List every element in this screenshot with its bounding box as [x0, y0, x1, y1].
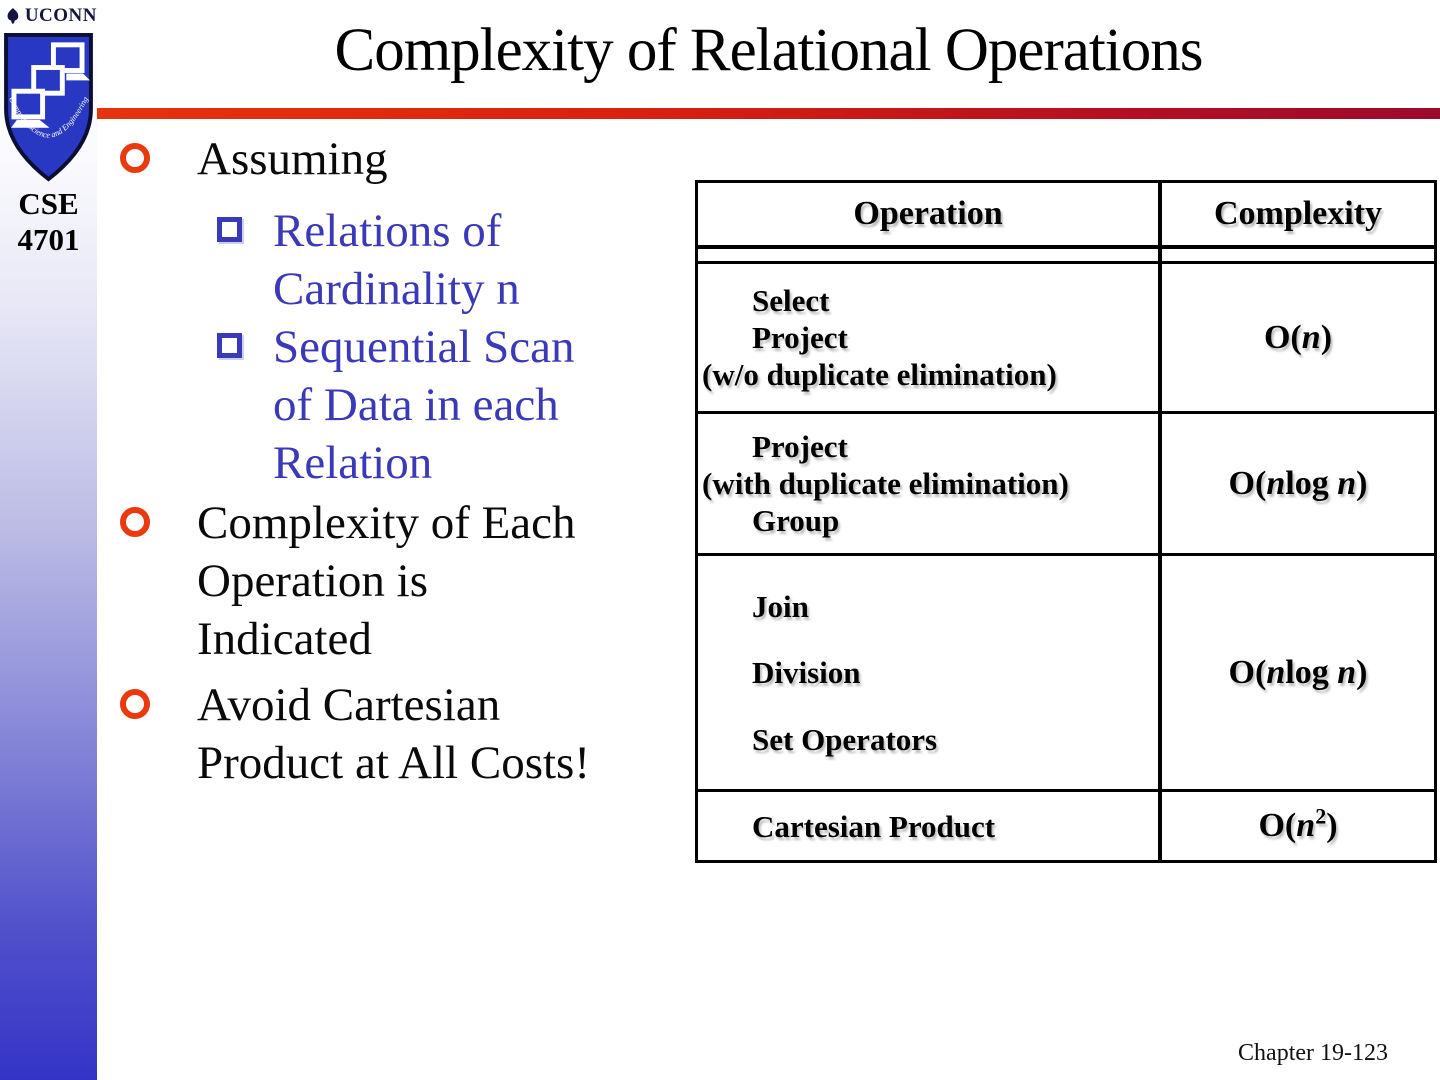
- circle-bullet-icon: [120, 143, 150, 173]
- cse-shield-logo: Computer Science and Engineering: [1, 32, 96, 189]
- complexity-cell: O(nlog n): [1162, 556, 1434, 792]
- operation-line: Cartesian Product: [752, 808, 996, 844]
- operation-line: (w/o duplicate elimination): [702, 357, 1057, 392]
- operation-line: Division: [752, 655, 861, 690]
- complexity-value: O(nlog n): [1228, 464, 1368, 502]
- course-code-line1: CSE: [18, 186, 79, 221]
- operation-line: Set Operators: [752, 721, 938, 757]
- spacer-cell: [1162, 249, 1434, 264]
- oak-leaf-icon: [7, 7, 19, 25]
- sub-bullet-text: Relations of Cardinality n: [273, 205, 520, 315]
- page-number-label: Chapter 19-123: [1238, 1040, 1388, 1066]
- sub-bullet-group: Relations of Cardinality n Sequential Sc…: [110, 202, 685, 492]
- operation-line: Project: [752, 320, 848, 355]
- title-rule: [97, 108, 1440, 119]
- course-code-line2: 4701: [17, 222, 80, 257]
- complexity-cell: O(n2): [1162, 792, 1434, 860]
- complexity-value: O(nlog n): [1228, 653, 1368, 691]
- course-code: CSE 4701: [0, 186, 97, 258]
- bullet-item: Assuming: [110, 130, 685, 188]
- bullet-text: Avoid Cartesian Product at All Costs!: [197, 679, 590, 789]
- spacer-cell: [698, 249, 1162, 264]
- complexity-cell: O(nlog n): [1162, 414, 1434, 556]
- operation-line: Group: [752, 503, 840, 538]
- operation-cell: Cartesian Product: [698, 792, 1162, 860]
- sub-bullet-text: Sequential Scan of Data in each Relation: [273, 321, 575, 489]
- operation-cell: Project(with duplicate elimination)Group: [698, 414, 1162, 556]
- complexity-cell: O(n): [1162, 264, 1434, 414]
- square-bullet-icon: [217, 217, 242, 242]
- bullet-list: Assuming Relations of Cardinality n Sequ…: [110, 130, 685, 800]
- uconn-wordmark-label: UCONN: [24, 5, 97, 26]
- sub-bullet-item: Relations of Cardinality n: [110, 202, 685, 318]
- bullet-item: Avoid Cartesian Product at All Costs!: [110, 676, 685, 792]
- operation-line: (with duplicate elimination): [702, 466, 1069, 501]
- monitor-icons: [10, 42, 90, 128]
- uconn-wordmark: UCONN: [4, 4, 97, 28]
- operation-line: Join: [752, 588, 809, 624]
- bullet-text: Complexity of Each Operation is Indicate…: [197, 497, 576, 665]
- operation-line: Select: [752, 283, 830, 318]
- square-bullet-icon: [217, 333, 242, 358]
- sub-bullet-item: Sequential Scan of Data in each Relation: [110, 318, 685, 492]
- column-header-operation: Operation: [698, 183, 1162, 249]
- circle-bullet-icon: [120, 507, 150, 537]
- bullet-item: Complexity of Each Operation is Indicate…: [110, 494, 685, 668]
- complexity-value: O(n2): [1258, 803, 1338, 844]
- page-title: Complexity of Relational Operations: [334, 17, 1204, 84]
- column-header-complexity: Complexity: [1162, 183, 1434, 249]
- sidebar: UCONN Computer Science and Engineering: [0, 0, 97, 1080]
- bullet-text: Assuming: [197, 133, 388, 185]
- circle-bullet-icon: [120, 689, 150, 719]
- operation-line: Project: [752, 429, 848, 464]
- complexity-value: O(n): [1263, 318, 1333, 356]
